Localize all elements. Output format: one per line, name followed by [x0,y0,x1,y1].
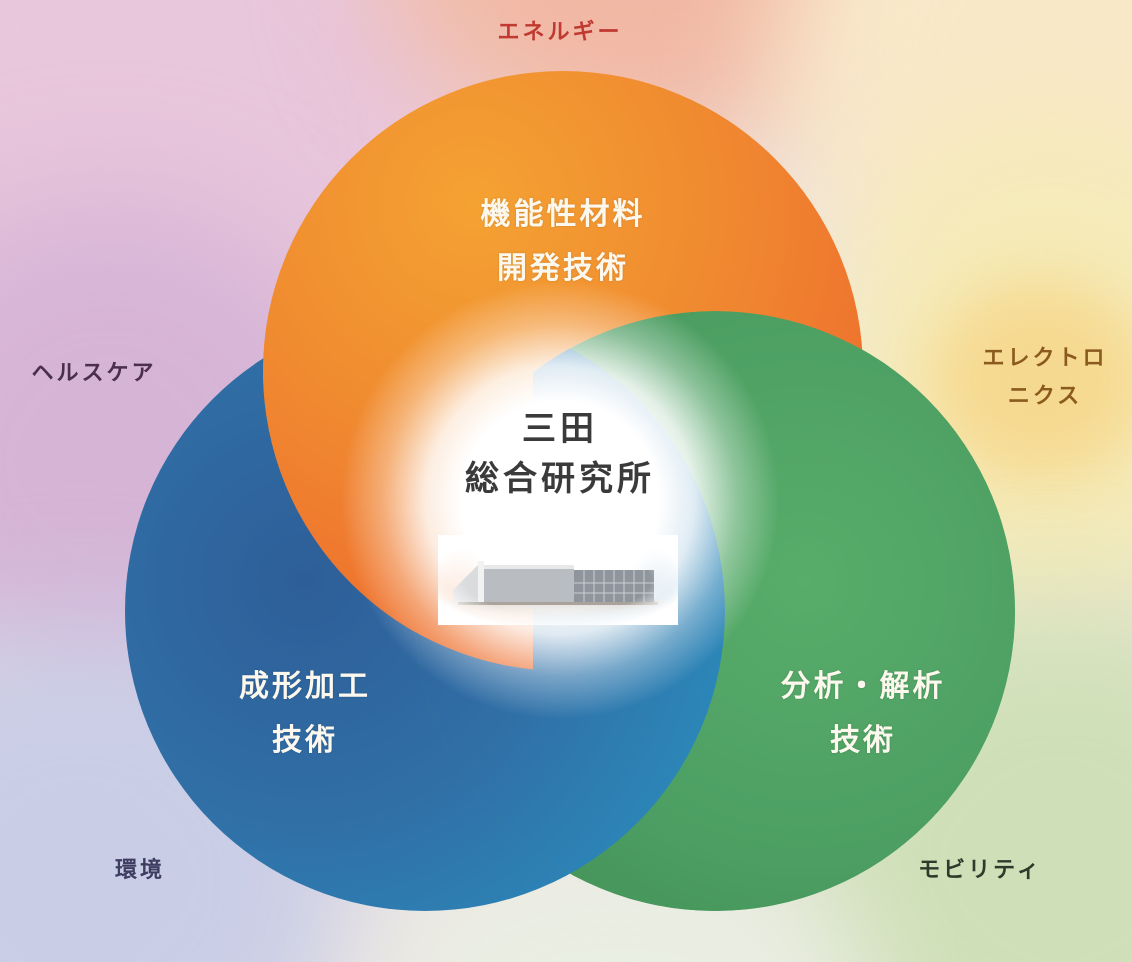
center-title-line1: 三田 [522,409,598,449]
research-building-image [438,535,678,625]
field-healthcare: ヘルスケア [31,361,157,386]
center-title: 三田 総合研究所 [410,404,710,504]
field-electronics-line2: ニクス [1007,384,1083,409]
label-line: 分析・解析 [780,669,946,704]
field-electronics-line1: エレクトロ [982,346,1108,371]
label-line: 開発技術 [497,251,629,286]
label-line: 成形加工 [239,669,371,704]
field-electronics: エレクトロ ニクス [960,340,1130,416]
field-energy: エネルギー [497,20,623,45]
label-analysis: 分析・解析 技術 [713,660,1013,768]
label-line: 技術 [830,723,896,758]
label-line: 機能性材料 [480,197,646,232]
field-mobility: モビリティ [918,858,1042,883]
label-line: 技術 [272,723,338,758]
center-title-line2: 総合研究所 [465,459,655,499]
field-environment: 環境 [114,858,165,883]
label-molding-processing: 成形加工 技術 [155,660,455,768]
label-functional-materials: 機能性材料 開発技術 [413,188,713,296]
